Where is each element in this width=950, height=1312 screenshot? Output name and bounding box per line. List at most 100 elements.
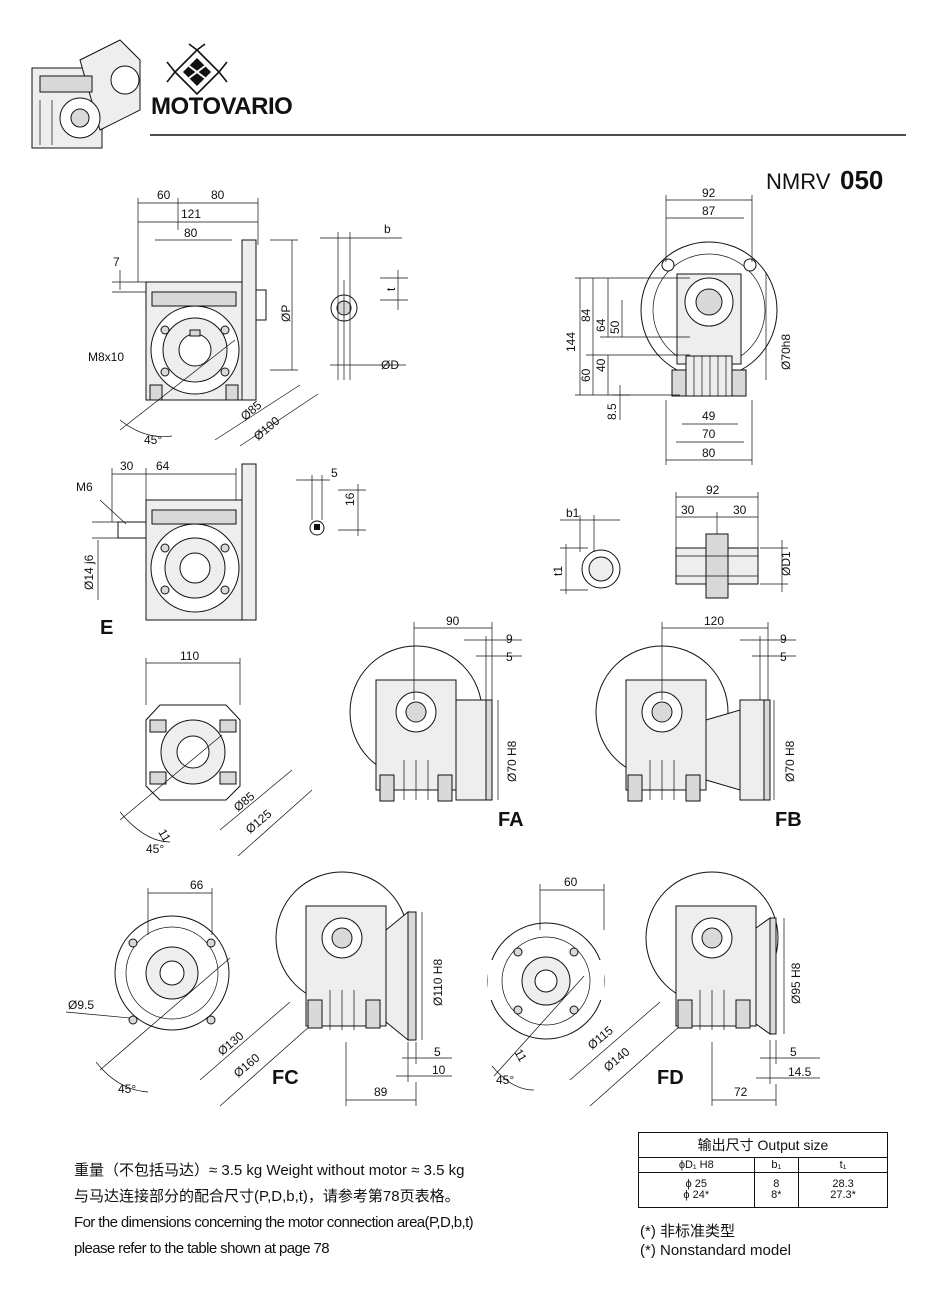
side-dim-70h8: Ø70h8	[779, 334, 793, 370]
nonstandard-footnote: (*) 非标准类型 (*) Nonstandard model	[640, 1222, 791, 1260]
version-e-label: E	[100, 617, 113, 639]
rf-dim-66: 66	[190, 878, 204, 892]
side-view: 92 87 144 84 64 50 60 40 8.5 49 70 80 Ø7…	[564, 186, 793, 465]
sq-dim-85: Ø85	[231, 789, 258, 815]
header-gearbox-thumbnail	[31, 39, 141, 149]
version-fb-view: 120 9 5 Ø70 H8 FB	[595, 614, 802, 831]
front-dim-80b: 80	[184, 226, 198, 240]
front-dim-45: 45°	[144, 433, 162, 447]
model-number: 050	[840, 165, 883, 195]
fc-dim-89: 89	[374, 1085, 388, 1099]
motor-connection-cn: 与马达连接部分的配合尺寸(P,D,b,t)，请参考第78页表格。	[74, 1188, 460, 1205]
version-fd-label: FD	[657, 1067, 684, 1089]
side-dim-64: 64	[594, 318, 608, 332]
shaft-dim-t: t	[384, 287, 398, 291]
output-header-d1: ϕD₁ H8	[638, 1157, 755, 1173]
version-fd-view: Ø95 H8 5 14.5 72 FD	[645, 871, 820, 1106]
output-value: 8	[773, 1178, 780, 1190]
cf-dim-60: 60	[564, 875, 578, 889]
motor-connection-en-2: please refer to the table shown at page …	[74, 1240, 330, 1257]
cf-dim-11: 11	[511, 1047, 530, 1065]
front-dim-80a: 80	[211, 188, 225, 202]
brand-name: MOTOVARIO	[151, 93, 292, 120]
output-value: 28.3	[832, 1178, 854, 1190]
fd-dim-72: 72	[734, 1085, 748, 1099]
version-fc-label: FC	[272, 1067, 299, 1089]
e-dim-16: 16	[343, 492, 357, 506]
e-dim-30: 30	[120, 459, 134, 473]
front-dim-60: 60	[157, 188, 171, 202]
sq-dim-125: Ø125	[243, 806, 275, 836]
output-shaft-view: b1 t1 92 30 30 ØD1	[551, 483, 793, 599]
side-dim-70: 70	[702, 427, 716, 441]
side-dim-8-5: 8.5	[605, 403, 619, 420]
e-dim-m6: M6	[76, 480, 93, 494]
fc-dim-110h8: Ø110 H8	[431, 959, 445, 1006]
side-dim-49: 49	[702, 409, 716, 423]
e-dim-64: 64	[156, 459, 170, 473]
footnote-cn: (*) 非标准类型	[640, 1223, 735, 1240]
shaft-dim-b: b	[384, 222, 391, 236]
motor-connection-en-1: For the dimensions concerning the motor …	[74, 1214, 474, 1231]
fa-dim-5: 5	[506, 650, 513, 664]
rf-dim-45: 45°	[118, 1082, 136, 1096]
cut-flange-view: 60 11 Ø115 Ø140 45°	[487, 875, 681, 1107]
rf-dim-9-5: Ø9.5	[68, 998, 94, 1012]
fd-dim-14-5: 14.5	[788, 1065, 812, 1079]
version-fc-view: Ø110 H8 5 10 89 FC	[272, 871, 452, 1106]
front-dim-m8: M8x10	[88, 350, 124, 364]
side-dim-80: 80	[702, 446, 716, 460]
output-cell-t1: 28.3 27.3*	[798, 1172, 888, 1208]
version-e-view: 30 64 M6 Ø14 j6 E 5 16	[76, 459, 366, 639]
shaft-dim-d: ØD	[381, 358, 399, 372]
output-value: 27.3*	[830, 1189, 856, 1201]
output-value: 8*	[771, 1189, 782, 1201]
fa-dim-70h8: Ø70 H8	[505, 740, 519, 782]
cf-dim-115: Ø115	[585, 1023, 616, 1052]
output-size-caption: 输出尺寸 Output size	[638, 1132, 888, 1158]
fb-dim-5: 5	[780, 650, 787, 664]
out-dim-30a: 30	[681, 503, 695, 517]
front-view: 60 80 121 80 7 M8x10 ØP Ø85 Ø100 45°	[88, 188, 319, 447]
side-dim-84: 84	[579, 308, 593, 322]
rf-dim-160: Ø160	[231, 1050, 263, 1080]
square-flange-view: 110 11 Ø85 Ø125 45°	[119, 649, 313, 857]
output-cell-b1: 8 8*	[753, 1172, 800, 1208]
model-prefix: NMRV	[766, 169, 831, 194]
out-dim-d1: ØD1	[779, 551, 793, 576]
cf-dim-45: 45°	[496, 1073, 514, 1087]
front-dim-100: Ø100	[251, 413, 283, 443]
fb-dim-70h8: Ø70 H8	[783, 740, 797, 782]
footnote-en: (*) Nonstandard model	[640, 1242, 791, 1259]
output-value: ϕ 25	[685, 1178, 707, 1190]
front-dim-85: Ø85	[238, 398, 265, 424]
side-dim-87: 87	[702, 204, 716, 218]
motovario-logo: MOTOVARIO	[151, 43, 293, 120]
out-dim-t1: t1	[551, 566, 565, 576]
output-header-b1: b₁	[753, 1157, 800, 1173]
fc-dim-10: 10	[432, 1063, 446, 1077]
front-dim-121: 121	[181, 207, 201, 221]
e-dim-14j6: Ø14 j6	[82, 554, 96, 590]
e-dim-5: 5	[331, 466, 338, 480]
fa-dim-90: 90	[446, 614, 460, 628]
fc-dim-5: 5	[434, 1045, 441, 1059]
side-dim-92: 92	[702, 186, 716, 200]
version-fb-label: FB	[775, 809, 802, 831]
input-shaft-view: b t ØD	[320, 222, 408, 380]
out-dim-30b: 30	[733, 503, 747, 517]
version-fa-label: FA	[498, 809, 524, 831]
version-fa-view: 90 9 5 Ø70 H8 FA	[349, 614, 524, 831]
fd-dim-5: 5	[790, 1045, 797, 1059]
front-dim-p: ØP	[279, 305, 293, 322]
side-dim-60: 60	[579, 368, 593, 382]
side-dim-40: 40	[594, 358, 608, 372]
sq-dim-110: 110	[180, 649, 199, 663]
out-dim-b1: b1	[566, 506, 580, 520]
sq-dim-45: 45°	[146, 842, 164, 856]
output-header-t1: t₁	[798, 1157, 888, 1173]
output-cell-d1: ϕ 25 ϕ 24*	[638, 1172, 755, 1208]
fb-dim-120: 120	[704, 614, 724, 628]
